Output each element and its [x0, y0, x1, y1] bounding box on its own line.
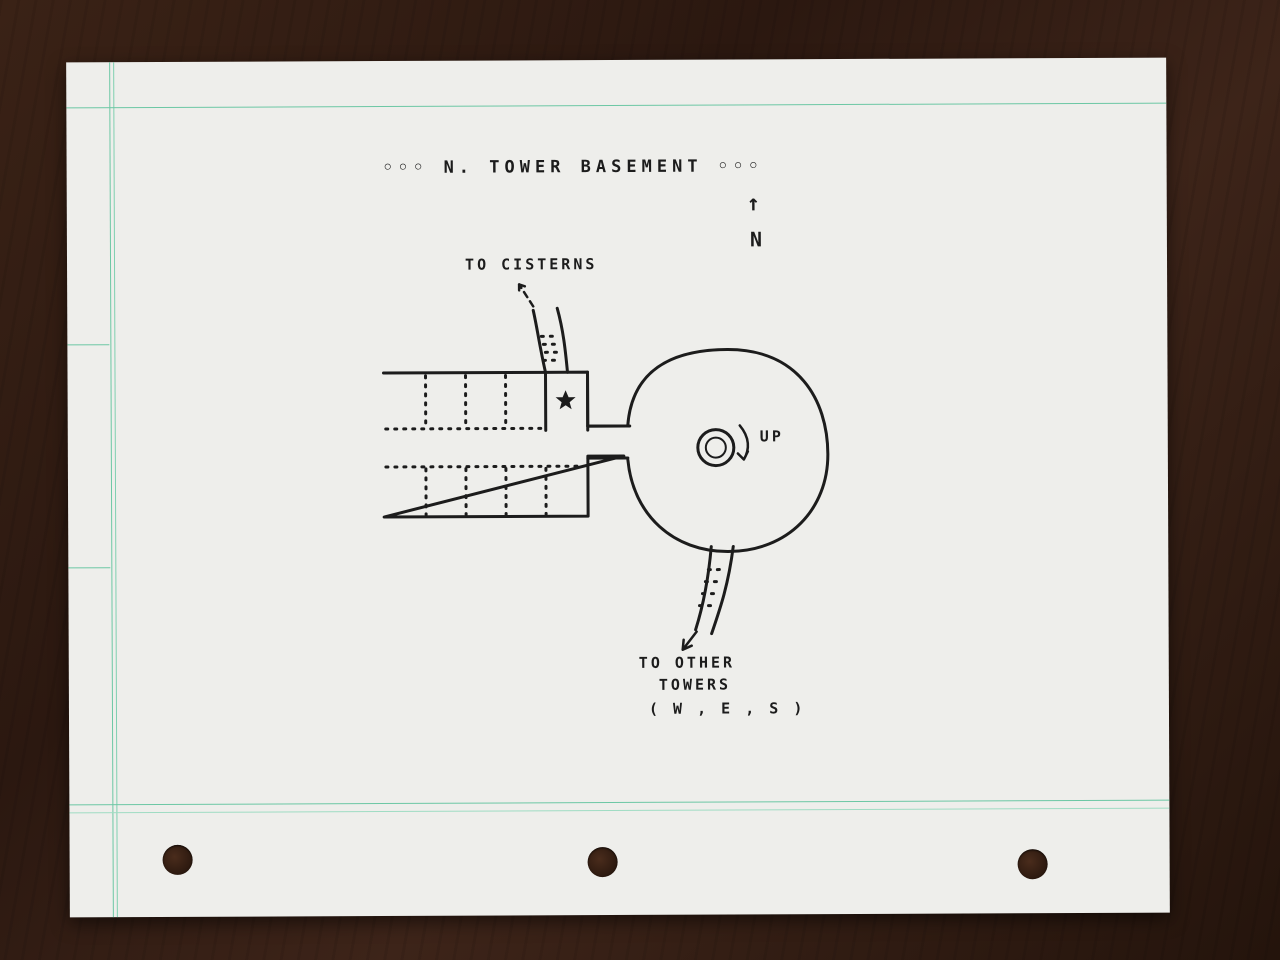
corridor-walls: [586, 424, 632, 460]
spiral-stairs-icon: [696, 428, 736, 468]
towers-passage: [694, 544, 735, 636]
tower-room-outline: [626, 348, 830, 554]
floorplan-drawing: [381, 283, 830, 651]
stall-dots-top: [424, 373, 508, 429]
star-icon: [555, 390, 576, 410]
aisle-dots: [384, 426, 586, 469]
up-arrow: [736, 424, 750, 461]
cistern-passage: [531, 306, 569, 374]
cistern-stair-dots: [539, 334, 563, 362]
arrow-to-cisterns: [517, 283, 535, 308]
arrow-to-other-towers: [681, 630, 698, 651]
notebook-paper: ◦◦◦ N. TOWER BASEMENT ◦◦◦ ↑ N TO CISTERN…: [66, 57, 1170, 918]
star-alcove-walls: [543, 370, 590, 432]
